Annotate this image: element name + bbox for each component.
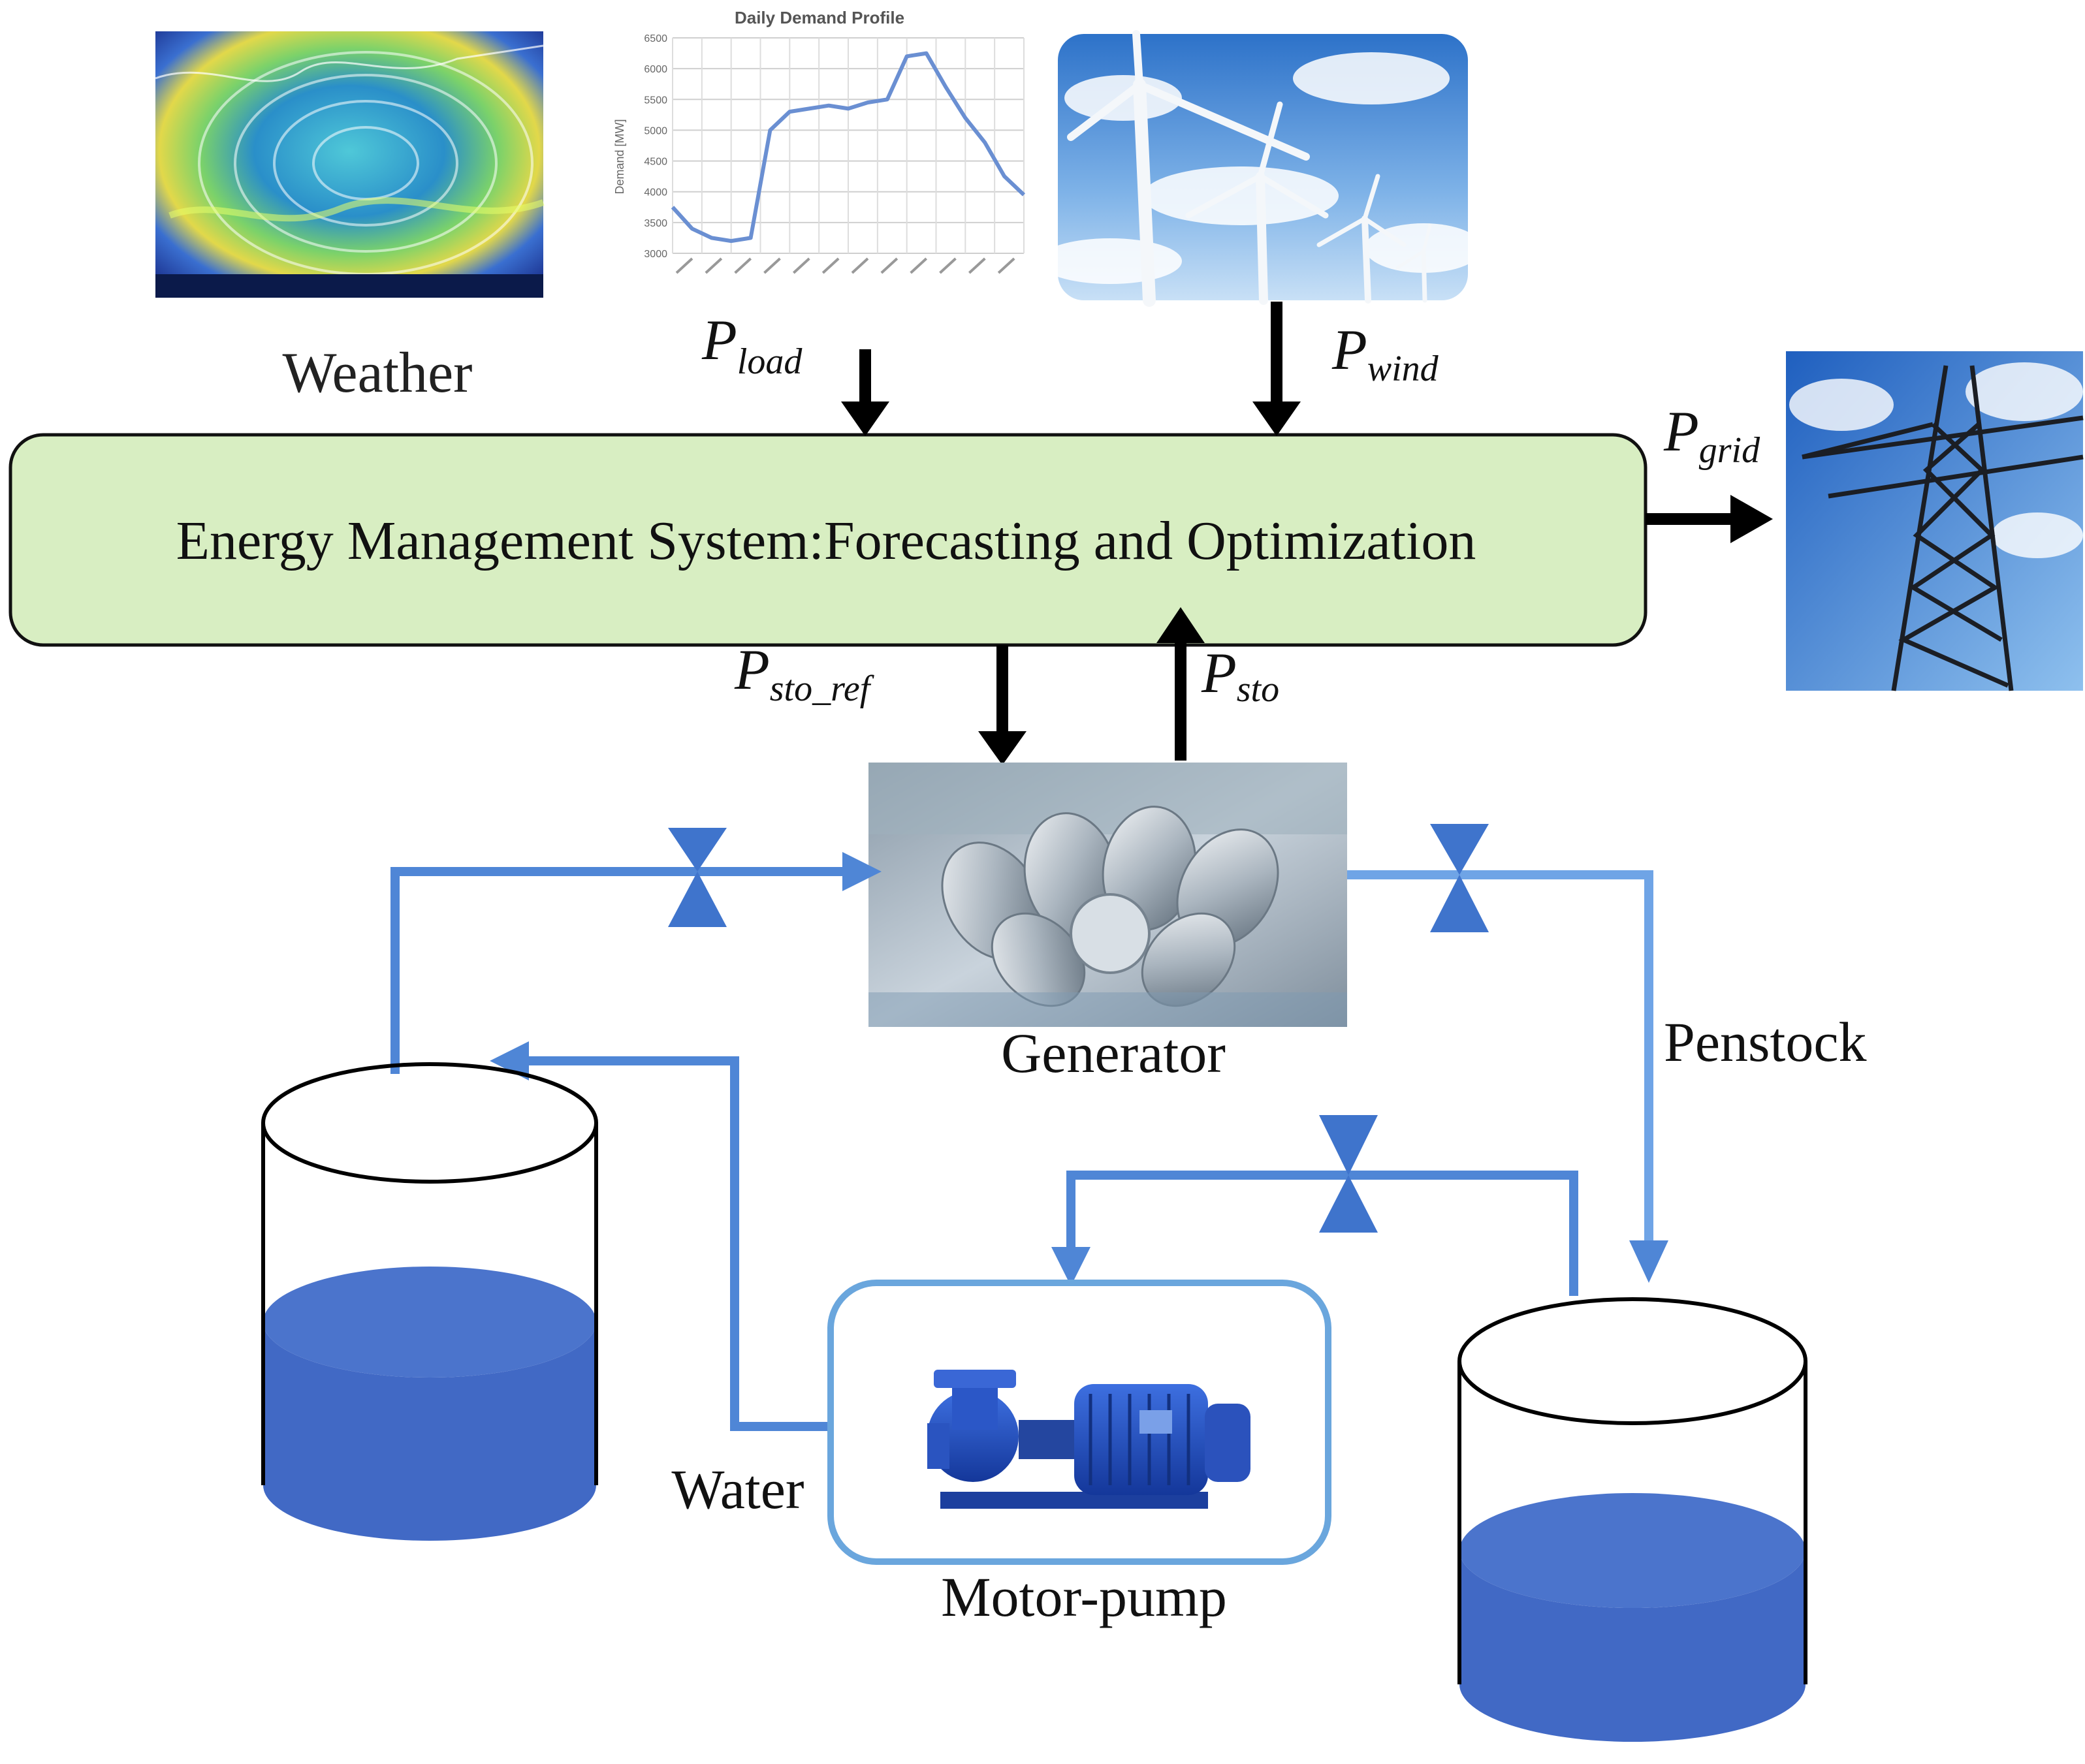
chart-y-tick-label: 3000	[644, 249, 667, 260]
chart-x-tick-mark	[939, 257, 957, 274]
chart-x-tick-mark	[792, 257, 810, 274]
chart-y-tick-label: 4000	[644, 187, 667, 198]
demand-series-line	[671, 51, 1026, 244]
chart-y-tick-label: 4500	[644, 157, 667, 168]
demand-profile-chart: Daily Demand Profile Demand [MW] 3000 350…	[613, 8, 1026, 274]
chart-x-tick-mark	[763, 257, 781, 274]
chart-y-tick-label: 5500	[644, 95, 667, 106]
chart-x-tick-mark	[880, 257, 899, 274]
energy-management-system-label: Energy Management System:Forecasting and…	[176, 511, 1476, 571]
lower-reservoir	[1457, 1297, 1807, 1742]
chart-x-tick-mark	[675, 257, 693, 274]
chart-x-tick-mark	[968, 257, 986, 274]
chart-x-tick-mark	[734, 257, 752, 274]
transmission-tower-image	[1786, 351, 2084, 691]
chart-title: Daily Demand Profile	[735, 8, 904, 27]
chart-y-tick-labels: 3000 3500 4000 4500 5000 5500 6000 6500	[644, 33, 667, 260]
chart-x-tick-marks	[672, 38, 1025, 274]
valves	[668, 824, 1489, 1233]
penstock-pipe	[1347, 870, 1653, 1247]
pump-inlet-arrow	[1051, 1247, 1090, 1286]
valve-penstock	[1430, 824, 1489, 932]
p-sto-label: Psto	[1201, 642, 1279, 710]
p-wind-arrow-head	[1252, 402, 1301, 436]
chart-x-tick-mark	[851, 257, 869, 274]
chart-y-axis-label: Demand [MW]	[613, 119, 626, 194]
pump-suction-pipe	[1066, 1171, 1578, 1296]
pipe-arrows	[490, 852, 1668, 1286]
chart-y-tick-label: 6000	[644, 64, 667, 75]
chart-x-tick-mark	[821, 257, 840, 274]
p-wind-label: Pwind	[1331, 319, 1439, 389]
signal-arrows	[841, 302, 1773, 765]
valve-upper-feed	[668, 828, 727, 927]
p-sto-ref-label: Psto_ref	[734, 638, 875, 709]
energy-management-system-box	[8, 433, 1647, 647]
p-load-label: Pload	[701, 309, 803, 382]
chart-y-tick-label: 3500	[644, 218, 667, 229]
chart-y-tick-label: 5000	[644, 125, 667, 136]
pelton-turbine-image	[868, 763, 1347, 1027]
p-sto-ref-arrow-head	[978, 731, 1027, 765]
water-pipes	[390, 867, 1653, 1431]
p-grid-arrow-head	[1730, 495, 1773, 543]
lower-reservoir-water	[1459, 1551, 1806, 1742]
upper-feed-pipe	[390, 867, 849, 1074]
p-load-arrow-head	[841, 402, 889, 436]
weather-map-image	[155, 31, 545, 298]
upper-return-arrow	[490, 1041, 529, 1080]
chart-x-tick-mark	[910, 257, 928, 274]
motor-pump-label: Motor-pump	[941, 1566, 1227, 1628]
chart-y-tick-label: 6500	[644, 33, 667, 44]
penstock-outlet-arrow	[1629, 1240, 1668, 1283]
chart-x-tick-mark	[705, 257, 723, 274]
generator-inlet-arrow	[842, 852, 882, 891]
upper-reservoir-water	[263, 1322, 596, 1541]
motor-pump-image	[927, 1370, 1250, 1509]
generator-label: Generator	[1001, 1022, 1226, 1084]
weather-label: Weather	[283, 341, 473, 405]
p-grid-label: Pgrid	[1663, 400, 1760, 471]
chart-x-tick-mark	[997, 257, 1015, 274]
wind-turbines-image	[1038, 30, 1482, 307]
p-sto-arrow-head	[1156, 607, 1205, 643]
upper-reservoir	[261, 1062, 598, 1541]
pump-return-pipe	[522, 1056, 833, 1431]
water-label: Water	[671, 1458, 804, 1520]
valve-pump-suction	[1319, 1115, 1378, 1233]
penstock-label: Penstock	[1664, 1011, 1867, 1073]
